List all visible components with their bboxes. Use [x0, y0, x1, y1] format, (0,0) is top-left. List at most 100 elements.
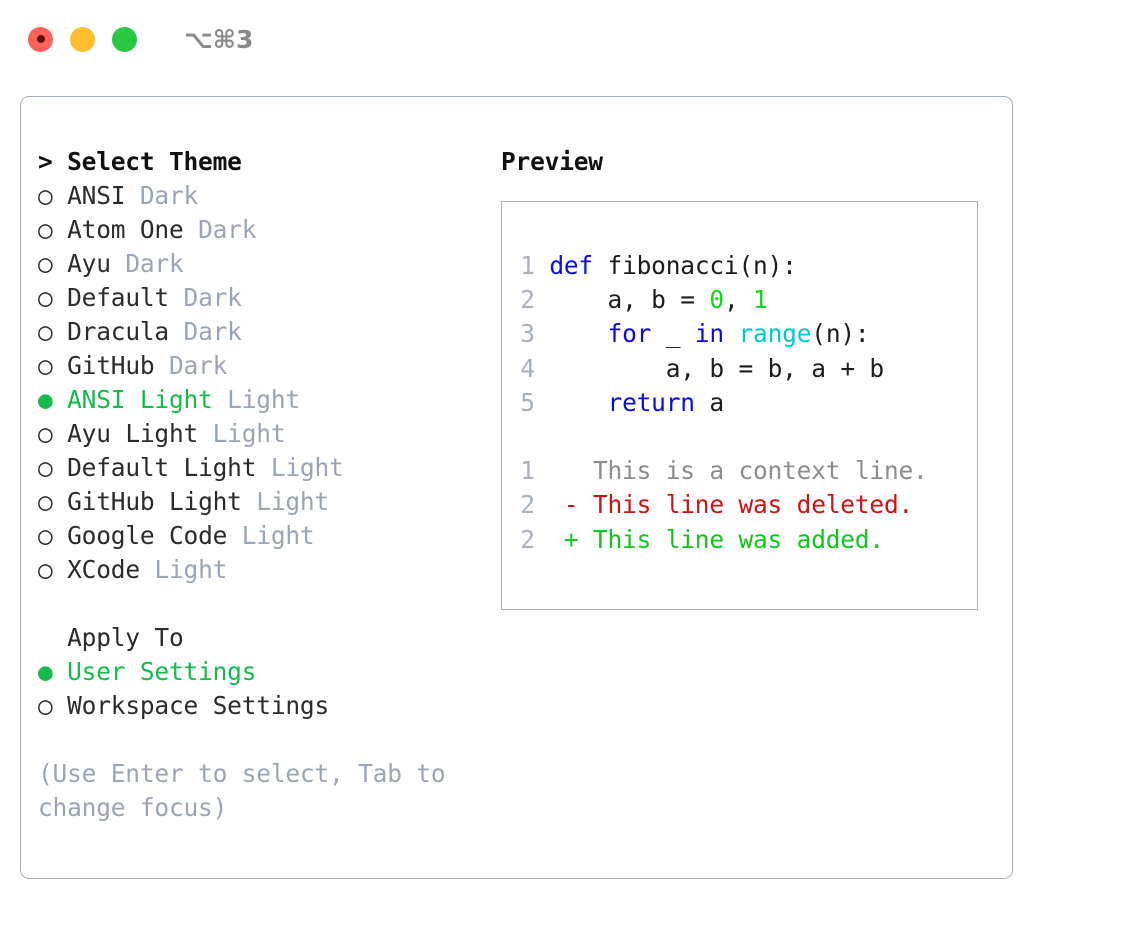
diff-line-add: 2 + This line was added. [502, 523, 977, 557]
theme-variant-badge: Light [139, 555, 228, 584]
code-token-plain: _ [651, 319, 695, 349]
code-token-num: 1 [753, 285, 768, 315]
theme-option-github[interactable]: ○ GitHub Dark [38, 349, 483, 383]
theme-option-label: XCode [52, 555, 140, 584]
theme-option-label: Google Code [52, 521, 228, 550]
code-token-plain [549, 319, 607, 348]
theme-option-label: Ayu Light [52, 419, 199, 448]
theme-variant-badge: Dark [125, 181, 199, 210]
diff-marker [535, 456, 593, 485]
theme-option-dracula[interactable]: ○ Dracula Dark [38, 315, 483, 349]
theme-option-ayu-light[interactable]: ○ Ayu Light Light [38, 417, 483, 451]
theme-option-github-light[interactable]: ○ GitHub Light Light [38, 485, 483, 519]
page-title: > Select Theme [38, 147, 242, 176]
radio-unselected-icon: ○ [38, 181, 53, 210]
code-token-plain: (n): [811, 319, 870, 349]
theme-option-ansi-light[interactable]: ● ANSI Light Light [38, 383, 483, 417]
diff-line-number: 2 [520, 524, 535, 554]
diff-sample: 1 This is a context line.2 - This line w… [502, 454, 977, 557]
code-token-kw: def [549, 251, 593, 280]
theme-option-ayu[interactable]: ○ Ayu Dark [38, 247, 483, 281]
theme-variant-badge: Dark [168, 283, 242, 312]
preview-column: Preview 1 def fibonacci(n):2 a, b = 0, 1… [483, 97, 1012, 878]
theme-variant-badge: Light [212, 385, 300, 414]
apply-to-option-label: Workspace Settings [52, 691, 330, 720]
code-line: 1 def fibonacci(n): [502, 249, 977, 283]
code-token-kw: for [607, 319, 652, 349]
theme-option-label: Dracula [52, 317, 169, 346]
apply-to-option-list: ● User Settings○ Workspace Settings [38, 655, 483, 723]
theme-option-label: ANSI Light [52, 385, 213, 414]
theme-option-label: Default Light [52, 453, 257, 482]
apply-to-option-workspace-settings[interactable]: ○ Workspace Settings [38, 689, 483, 723]
diff-marker: - [534, 490, 593, 520]
theme-option-default[interactable]: ○ Default Dark [38, 281, 483, 315]
theme-option-xcode[interactable]: ○ XCode Light [38, 553, 483, 587]
code-gutter-gap [535, 251, 550, 280]
diff-line-number: 2 [520, 490, 535, 520]
title-bar: ⌥⌘3 [0, 0, 1140, 78]
code-line-number: 3 [520, 319, 535, 349]
code-token-kw: in [694, 319, 724, 349]
theme-variant-badge: Light [198, 419, 286, 448]
code-gutter-gap [535, 319, 550, 348]
theme-option-label: ANSI [52, 181, 126, 210]
theme-variant-badge: Dark [154, 351, 228, 380]
minimize-button-icon[interactable] [70, 26, 95, 52]
radio-unselected-icon: ○ [38, 283, 53, 312]
window-controls [28, 26, 137, 52]
code-token-plain [724, 319, 739, 348]
close-button-icon[interactable] [28, 26, 53, 52]
radio-unselected-icon: ○ [38, 249, 53, 278]
zoom-button-icon[interactable] [112, 26, 137, 52]
section-spacer [38, 587, 483, 621]
diff-line-text: This line was deleted. [592, 490, 914, 520]
diff-line-ctx: 1 This is a context line. [502, 454, 977, 488]
theme-variant-badge: Dark [168, 317, 242, 346]
theme-option-atom-one[interactable]: ○ Atom One Dark [38, 213, 483, 247]
code-token-kw: return [607, 387, 696, 417]
code-token-fn: range [738, 319, 812, 349]
theme-option-default-light[interactable]: ○ Default Light Light [38, 451, 483, 485]
code-token-plain: fibonacci(n): [592, 251, 797, 280]
code-line-number: 4 [520, 353, 535, 383]
code-gutter-gap [535, 354, 550, 383]
code-line-number: 2 [520, 285, 535, 315]
radio-unselected-icon: ○ [38, 487, 53, 516]
radio-unselected-icon: ○ [38, 351, 53, 380]
code-gutter-gap [535, 388, 550, 417]
apply-to-option-label: User Settings [52, 657, 257, 686]
code-line-number: 5 [520, 387, 535, 417]
code-gutter-gap [535, 285, 550, 314]
radio-unselected-icon: ○ [38, 215, 53, 244]
diff-line-number: 1 [520, 456, 535, 486]
main-panel: > Select Theme ○ ANSI Dark○ Atom One Dar… [20, 96, 1013, 879]
preview-title: Preview [501, 147, 603, 176]
radio-selected-icon: ● [38, 385, 53, 414]
recording-dot-icon [36, 35, 45, 43]
theme-option-label: Default [52, 283, 169, 312]
radio-unselected-icon: ○ [38, 555, 53, 584]
code-line: 2 a, b = 0, 1 [502, 283, 977, 317]
theme-variant-badge: Light [227, 521, 315, 550]
theme-option-label: Atom One [52, 215, 184, 244]
theme-option-label: GitHub [52, 351, 155, 380]
theme-variant-badge: Dark [183, 215, 257, 244]
code-diff-spacer [502, 420, 977, 454]
radio-selected-icon: ● [38, 657, 53, 686]
theme-option-google-code[interactable]: ○ Google Code Light [38, 519, 483, 553]
diff-line-del: 2 - This line was deleted. [502, 488, 977, 522]
radio-unselected-icon: ○ [38, 521, 53, 550]
theme-option-list: ○ ANSI Dark○ Atom One Dark○ Ayu Dark○ De… [38, 179, 483, 587]
apply-to-option-user-settings[interactable]: ● User Settings [38, 655, 483, 689]
code-token-plain: a, b = [549, 285, 710, 315]
radio-unselected-icon: ○ [38, 691, 53, 720]
theme-option-label: GitHub Light [52, 487, 242, 516]
code-token-plain: , [723, 285, 754, 315]
keyboard-shortcut-label: ⌥⌘3 [184, 24, 254, 54]
code-line-number: 1 [520, 251, 535, 280]
theme-option-ansi[interactable]: ○ ANSI Dark [38, 179, 483, 213]
